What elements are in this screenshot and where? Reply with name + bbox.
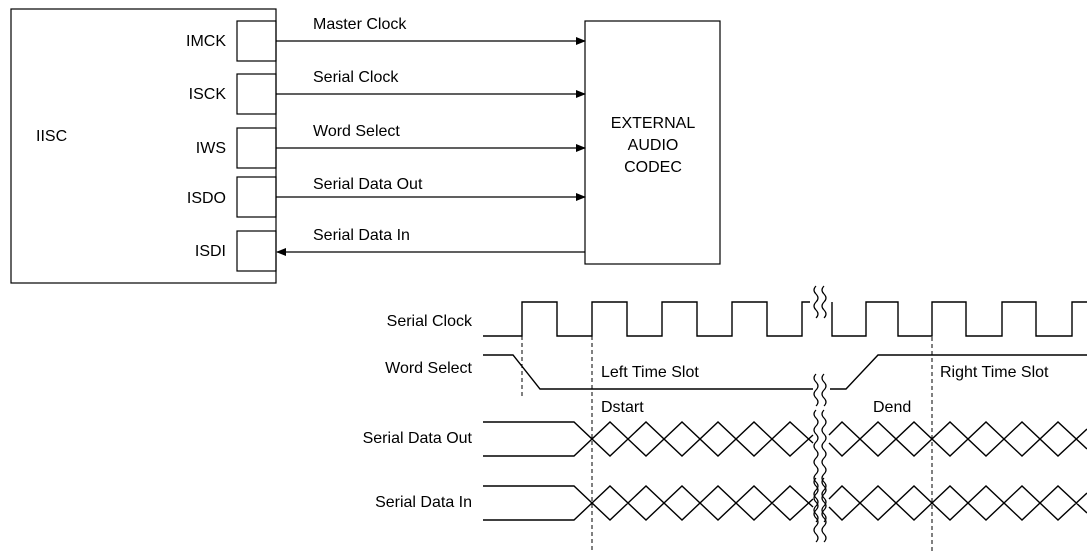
signal-label-serial-data-out: Serial Data Out <box>313 176 423 193</box>
timing-label-serial-clock: Serial Clock <box>387 313 473 330</box>
pin-box-isck <box>236 73 277 115</box>
signal-label-word-select: Word Select <box>313 123 400 140</box>
pin-box-iws <box>236 127 277 169</box>
word-select-waveform <box>483 354 1087 390</box>
serial-clock-waveform <box>483 301 1087 337</box>
codec-label-line-3: CODEC <box>624 159 682 176</box>
pin-box-imck <box>236 20 277 62</box>
pin-label-iws: IWS <box>196 140 226 157</box>
right-time-slot-label: Right Time Slot <box>940 364 1049 381</box>
iisc-controller-label: IISC <box>36 128 67 145</box>
time-break-marks <box>813 285 827 543</box>
serial-data-in-waveform <box>483 485 1087 521</box>
block-diagram: IISC EXTERNAL AUDIO CODEC IMCK Master Cl… <box>10 8 721 284</box>
codec-label-line-1: EXTERNAL <box>611 115 696 132</box>
signal-label-serial-clock: Serial Clock <box>313 69 399 86</box>
pin-box-isdo <box>236 176 277 218</box>
timing-label-serial-data-out: Serial Data Out <box>363 430 473 447</box>
timing-label-word-select: Word Select <box>385 360 472 377</box>
signal-label-serial-data-in: Serial Data In <box>313 227 410 244</box>
dstart-label: Dstart <box>601 399 644 416</box>
pin-label-isdo: ISDO <box>187 190 226 207</box>
serial-data-out-waveform <box>483 421 1087 457</box>
dend-label: Dend <box>873 399 911 416</box>
pin-label-imck: IMCK <box>186 33 226 50</box>
timing-label-serial-data-in: Serial Data In <box>375 494 472 511</box>
left-time-slot-label: Left Time Slot <box>601 364 699 381</box>
codec-label-line-2: AUDIO <box>628 137 679 154</box>
timing-diagram: Serial Clock Word Select Serial Data Out… <box>363 285 1087 553</box>
pin-label-isdi: ISDI <box>195 243 226 260</box>
pin-box-isdi <box>236 230 277 272</box>
external-audio-codec-box <box>584 20 721 265</box>
pin-label-isck: ISCK <box>189 86 227 103</box>
iisc-controller-box <box>10 8 277 284</box>
signal-label-master-clock: Master Clock <box>313 16 407 33</box>
